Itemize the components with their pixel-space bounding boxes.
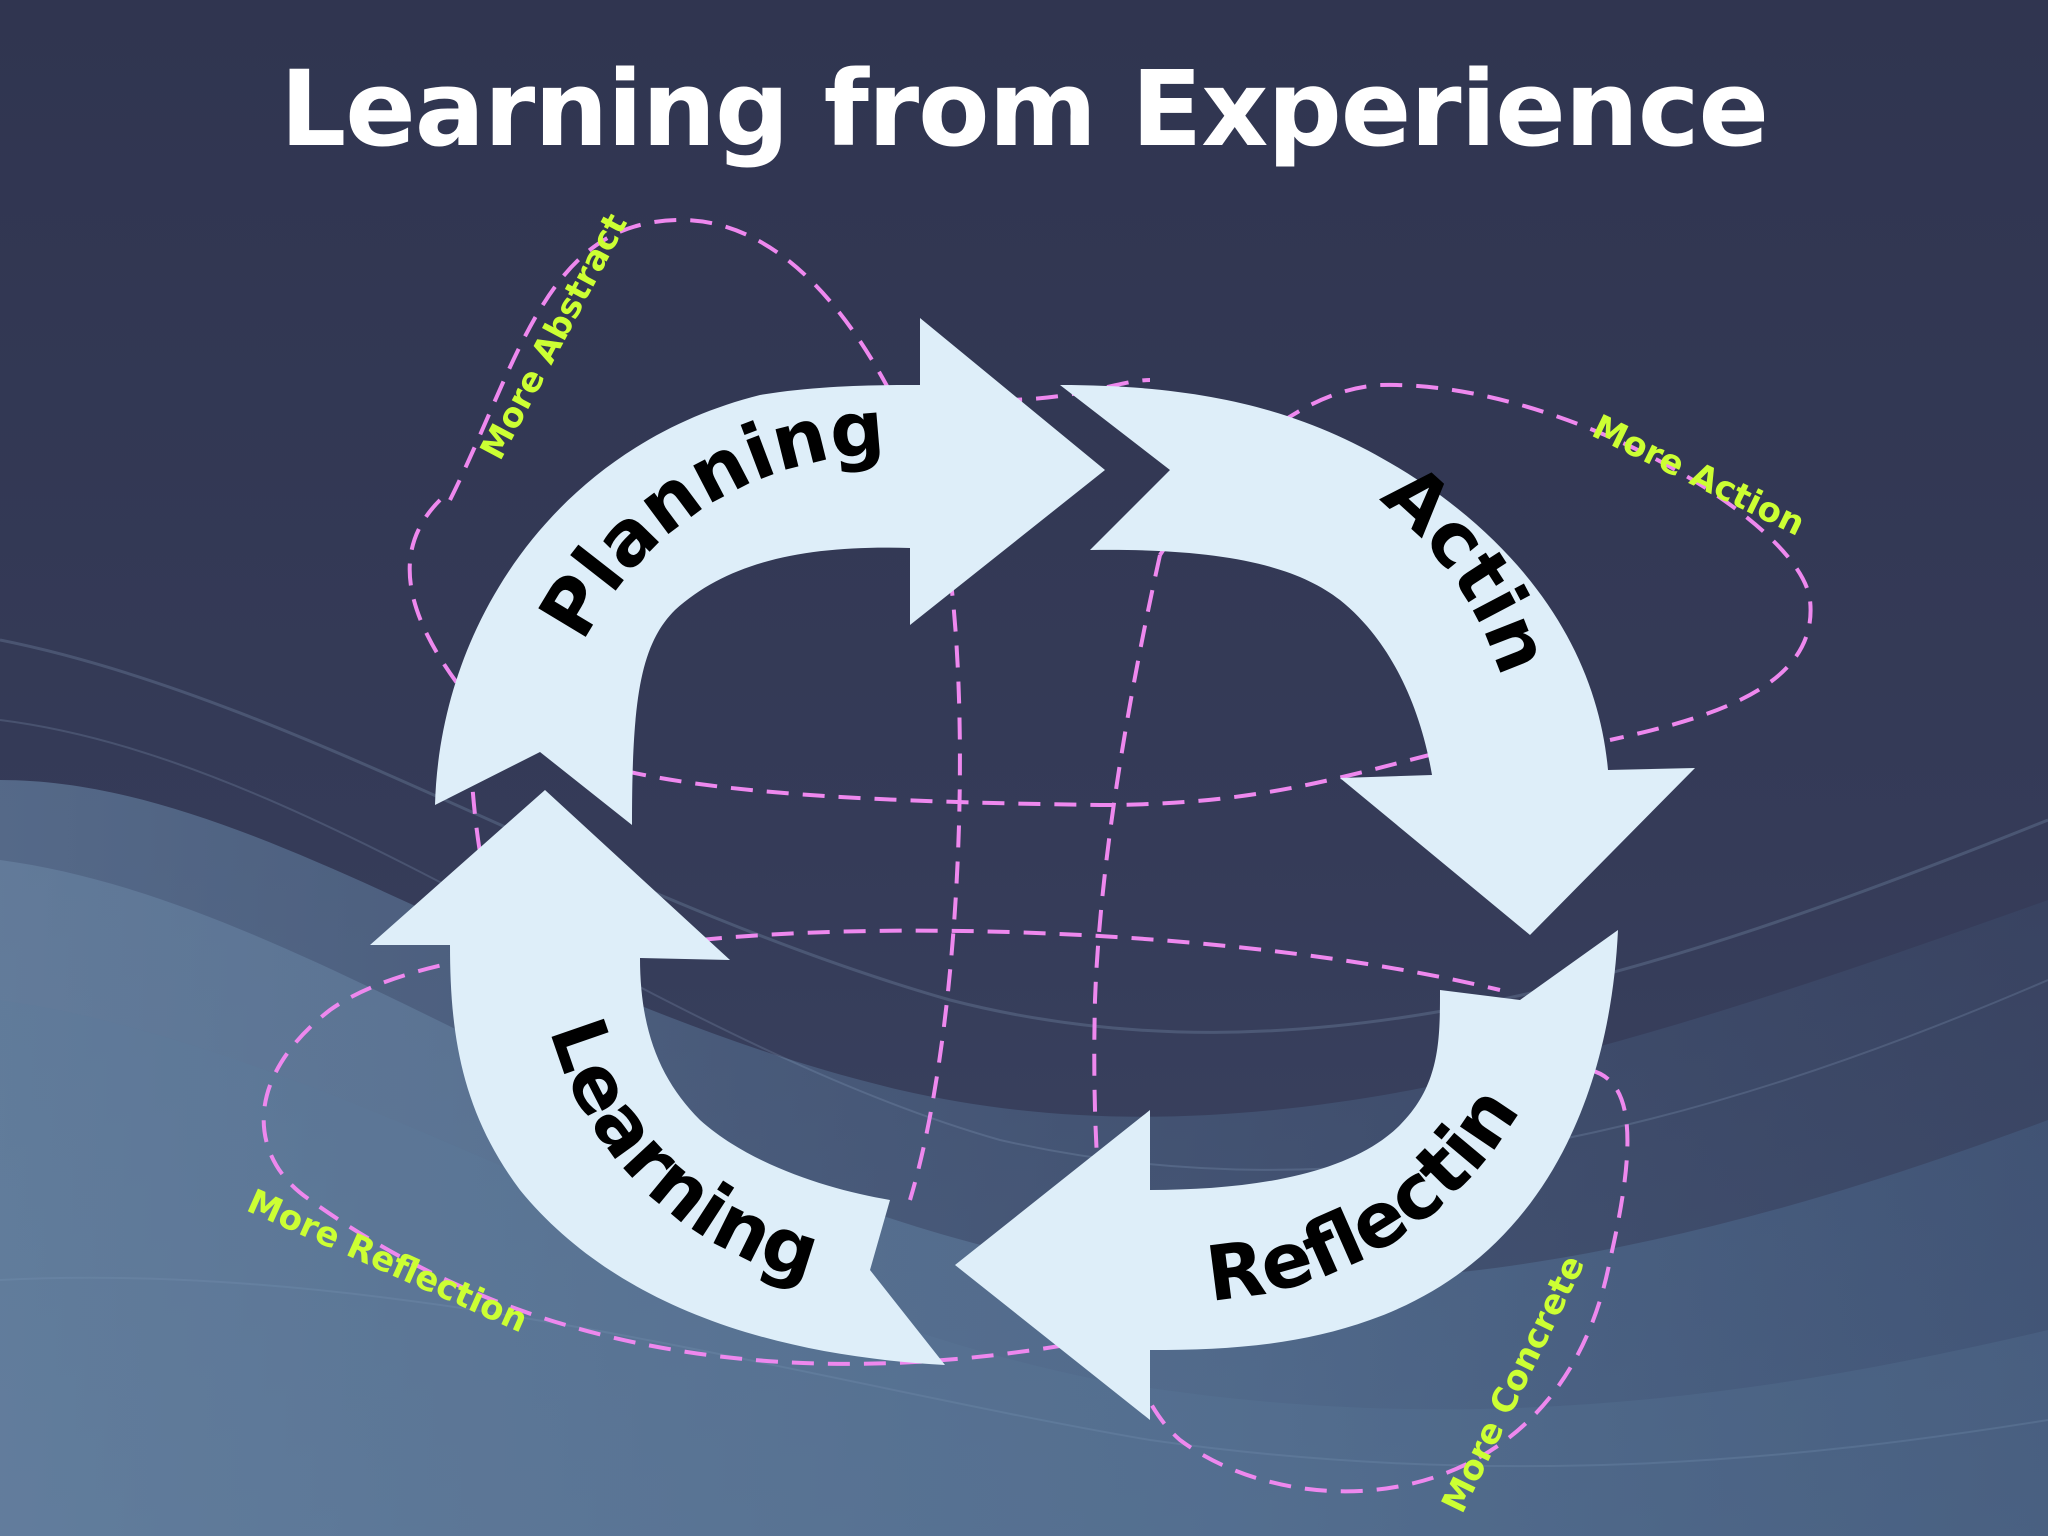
axis-label-abstract: More Abstract [473,207,636,466]
upper-band [407,498,1541,808]
acting-arrow [1060,385,1695,935]
cycle-arrows [370,318,1695,1420]
learning-arrow [370,790,945,1365]
action-loop [1158,382,1813,742]
page-title: Learning from Experience [279,48,1769,170]
axis-label-action: More Action [1586,407,1811,544]
abstract-loop [448,218,962,1201]
stage-label-reflecting: Reflecting [0,0,1536,1319]
axis-label-concrete: More Concrete [1434,1249,1593,1519]
middle-band [699,928,1501,992]
reflecting-arrow [955,930,1618,1420]
concrete-loop [1092,554,1630,1494]
planning-arrow [435,318,1105,825]
axis-label-reflection: More Reflection [241,1182,533,1341]
